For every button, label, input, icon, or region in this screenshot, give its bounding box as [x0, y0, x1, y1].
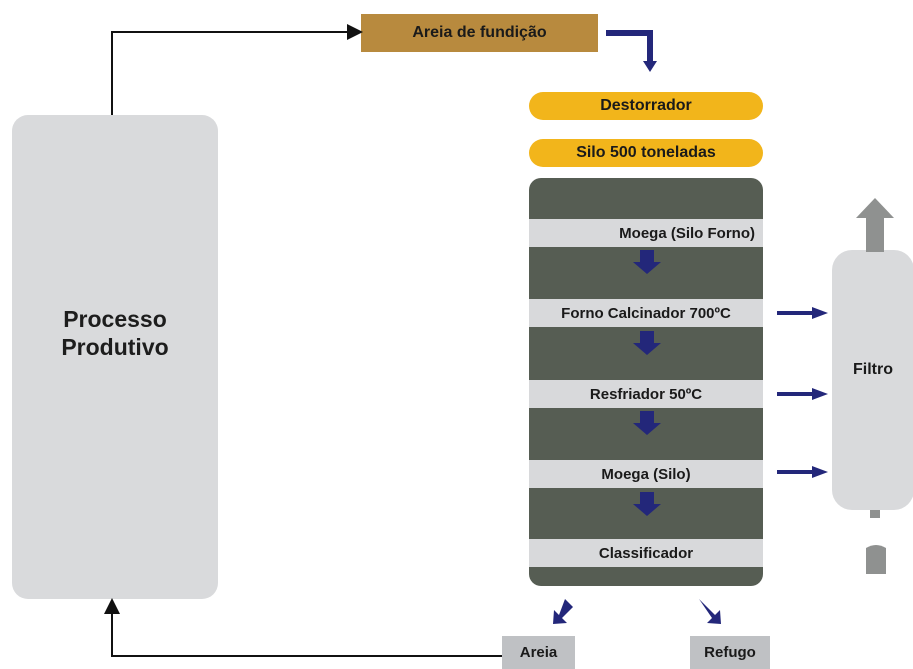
stage-resfriador: Resfriador 50ºC	[529, 380, 763, 408]
main-process-block	[12, 115, 218, 599]
right-arrow-icon	[777, 307, 828, 319]
output-areia: Areia	[502, 636, 575, 669]
pre-stage-destorrador: Destorrador	[529, 92, 763, 120]
output-refugo: Refugo	[690, 636, 770, 669]
process-to-sand-line	[111, 24, 363, 115]
filter-label: Filtro	[853, 361, 893, 378]
input-sand-label: Areia de fundição	[361, 14, 598, 52]
output-arrows	[553, 599, 721, 624]
down-left-arrow-icon	[553, 599, 573, 624]
stage-classificador: Classificador	[529, 539, 763, 567]
filter-chimney-icon	[856, 198, 894, 252]
right-arrow-icon	[777, 466, 828, 478]
down-right-arrow-icon	[699, 599, 721, 624]
stage-forno-calcinador: Forno Calcinador 700ºC	[529, 299, 763, 327]
right-arrow-icon	[777, 388, 828, 400]
filter-unit	[832, 250, 913, 510]
stage-moega-silo: Moega (Silo)	[529, 460, 763, 488]
stage-moega-silo-forno: Moega (Silo Forno)	[529, 219, 763, 247]
sand-to-destorrador-arrow	[606, 30, 657, 72]
areia-to-process-line	[104, 598, 502, 657]
pre-stage-silo: Silo 500 toneladas	[529, 139, 763, 167]
main-process-label: Processo Produtivo	[61, 306, 169, 360]
filter-outlet-icon	[866, 510, 886, 574]
filter-arrows	[777, 307, 828, 478]
